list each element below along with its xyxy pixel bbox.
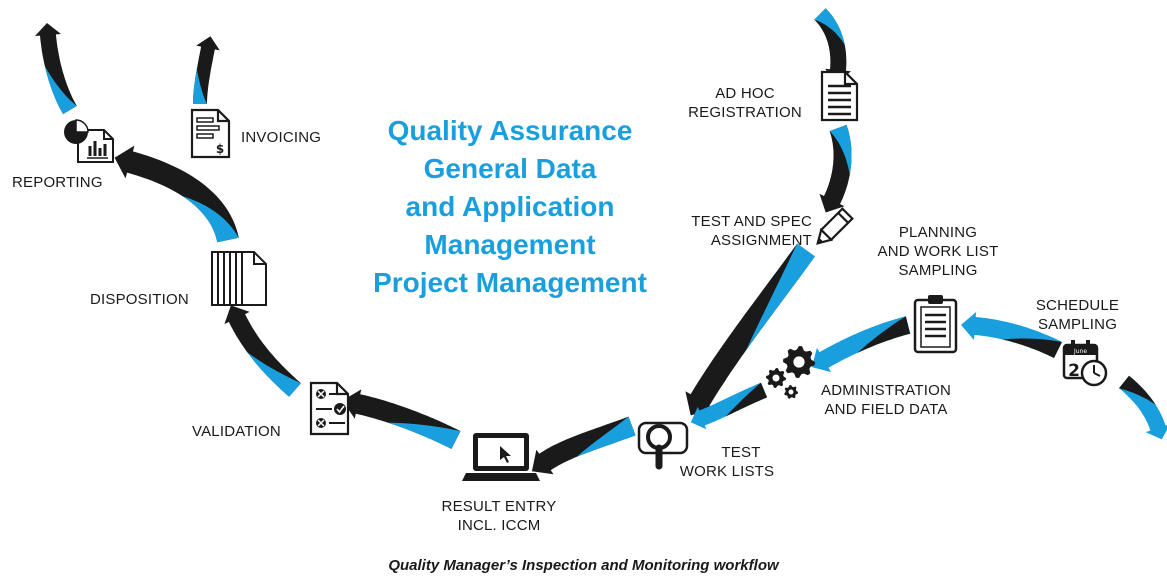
label-line: PLANNING — [898, 224, 978, 241]
label-ad-hoc-registration: AD HOC REGISTRATION — [679, 84, 811, 122]
magnifier-icon — [637, 421, 689, 470]
svg-text:$: $ — [216, 142, 224, 156]
calendar-day-text: 2 — [1068, 361, 1080, 381]
laptop-icon — [462, 433, 540, 481]
document-icon — [820, 70, 859, 122]
label-line: TEST — [721, 444, 761, 461]
gear-small-icon — [784, 385, 798, 399]
checklist-icon — [309, 381, 350, 436]
arrow-reporting-out — [35, 23, 77, 115]
label-line: TEST AND SPEC — [691, 213, 812, 230]
arrow-invoicing-out-twist — [193, 46, 207, 104]
label-invoicing: INVOICING — [241, 128, 321, 147]
clipboard-icon — [913, 295, 958, 354]
label-line: SCHEDULE — [1035, 297, 1120, 314]
label-line: AD HOC — [715, 85, 775, 102]
gears-icon — [766, 346, 815, 399]
label-line: WORK LISTS — [679, 463, 775, 480]
arrow-schedule-out-twist — [1119, 375, 1166, 426]
label-line: REGISTRATION — [688, 104, 802, 121]
label-line: INVOICING — [241, 129, 322, 146]
label-line: ASSIGNMENT — [710, 232, 812, 249]
label-line: SAMPLING — [898, 262, 978, 279]
label-validation: VALIDATION — [192, 422, 281, 441]
center-title-line: Management — [424, 229, 596, 260]
label-line: SAMPLING — [1037, 316, 1118, 333]
label-reporting: REPORTING — [12, 173, 103, 192]
center-title-line: and Application — [405, 191, 615, 222]
pencil-icon — [816, 207, 854, 245]
arrow-result-to-validation-twist — [355, 413, 461, 449]
center-title-line: General Data — [423, 153, 597, 184]
calendar-month-text: June — [1073, 348, 1087, 355]
arrow-registration-to-assignment-twist — [829, 124, 852, 204]
workflow-arrows — [35, 8, 1167, 475]
label-administration-and-field-data: ADMINISTRATION AND FIELD DATA — [807, 381, 965, 419]
label-line: DISPOSITION — [90, 291, 189, 308]
arrow-reporting-out-twist — [40, 35, 77, 115]
calendar-clock-icon: June 2 — [1062, 340, 1108, 387]
label-line: VALIDATION — [192, 423, 281, 440]
label-schedule-sampling: SCHEDULE SAMPLING — [1030, 296, 1125, 334]
label-planning-and-work-list-sampling: PLANNING AND WORK LIST SAMPLING — [868, 223, 1008, 280]
center-title-line: Project Management — [373, 267, 647, 298]
arrow-adhoc-in — [814, 8, 851, 84]
center-title-line: Quality Assurance — [387, 115, 633, 146]
caption: Quality Manager’s Inspection and Monitor… — [388, 557, 779, 574]
arrow-schedule-to-planning-twist — [974, 335, 1062, 358]
arrow-adhoc-in-twist — [814, 8, 847, 71]
report-chart-icon — [64, 119, 114, 163]
arrow-admin-to-worklists-twist — [704, 382, 768, 426]
invoice-icon: $ — [190, 108, 231, 159]
gear-large-icon — [783, 346, 815, 378]
label-line: REPORTING — [12, 174, 103, 191]
arrow-assignment-to-worklists-twist — [709, 243, 815, 406]
label-line: INCL. ICCM — [457, 517, 541, 534]
label-line: AND FIELD DATA — [824, 401, 948, 418]
arrow-worklists-to-result-twist — [550, 416, 636, 471]
label-test-work-lists: TEST WORK LISTS — [667, 443, 787, 481]
label-line: RESULT ENTRY — [441, 498, 557, 515]
label-disposition: DISPOSITION — [90, 290, 189, 309]
center-title: Quality Assurance General Data and Appli… — [330, 112, 690, 302]
label-result-entry: RESULT ENTRY INCL. ICCM — [432, 497, 566, 535]
gear-medium-icon — [766, 368, 786, 388]
label-test-and-spec-assignment: TEST AND SPEC ASSIGNMENT — [676, 212, 812, 250]
arrow-planning-to-admin-twist — [828, 316, 911, 368]
label-line: AND WORK LIST — [877, 243, 999, 260]
label-line: ADMINISTRATION — [820, 382, 952, 399]
arrow-validation-to-disposition-twist — [228, 321, 301, 397]
document-stack-icon — [211, 251, 267, 306]
arrow-disposition-to-reporting-twist — [127, 172, 239, 243]
